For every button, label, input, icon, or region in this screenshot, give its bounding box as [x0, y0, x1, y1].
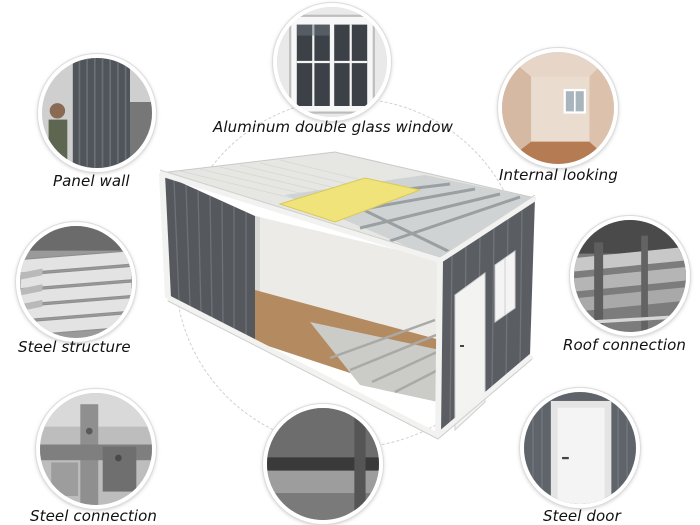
internal-photo — [498, 48, 618, 168]
window-photo — [273, 3, 391, 121]
roof-connection-photo — [570, 216, 690, 336]
steel-connection-photo — [36, 389, 156, 509]
steel-beam-photo — [263, 404, 383, 524]
container-house-illustration — [150, 140, 545, 445]
roof-connection-caption: Roof connection — [563, 336, 686, 354]
internal-caption: Internal looking — [499, 166, 618, 184]
window-caption: Aluminum double glass window — [213, 118, 453, 136]
steel-door-caption: Steel door — [543, 507, 621, 525]
panel-wall-photo — [38, 54, 156, 172]
panel-wall-caption: Panel wall — [53, 172, 130, 190]
steel-connection-caption: Steel connection — [30, 507, 158, 525]
steel-structure-photo — [16, 222, 136, 342]
steel-structure-caption: Steel structure — [18, 338, 131, 356]
steel-door-photo — [520, 388, 640, 508]
